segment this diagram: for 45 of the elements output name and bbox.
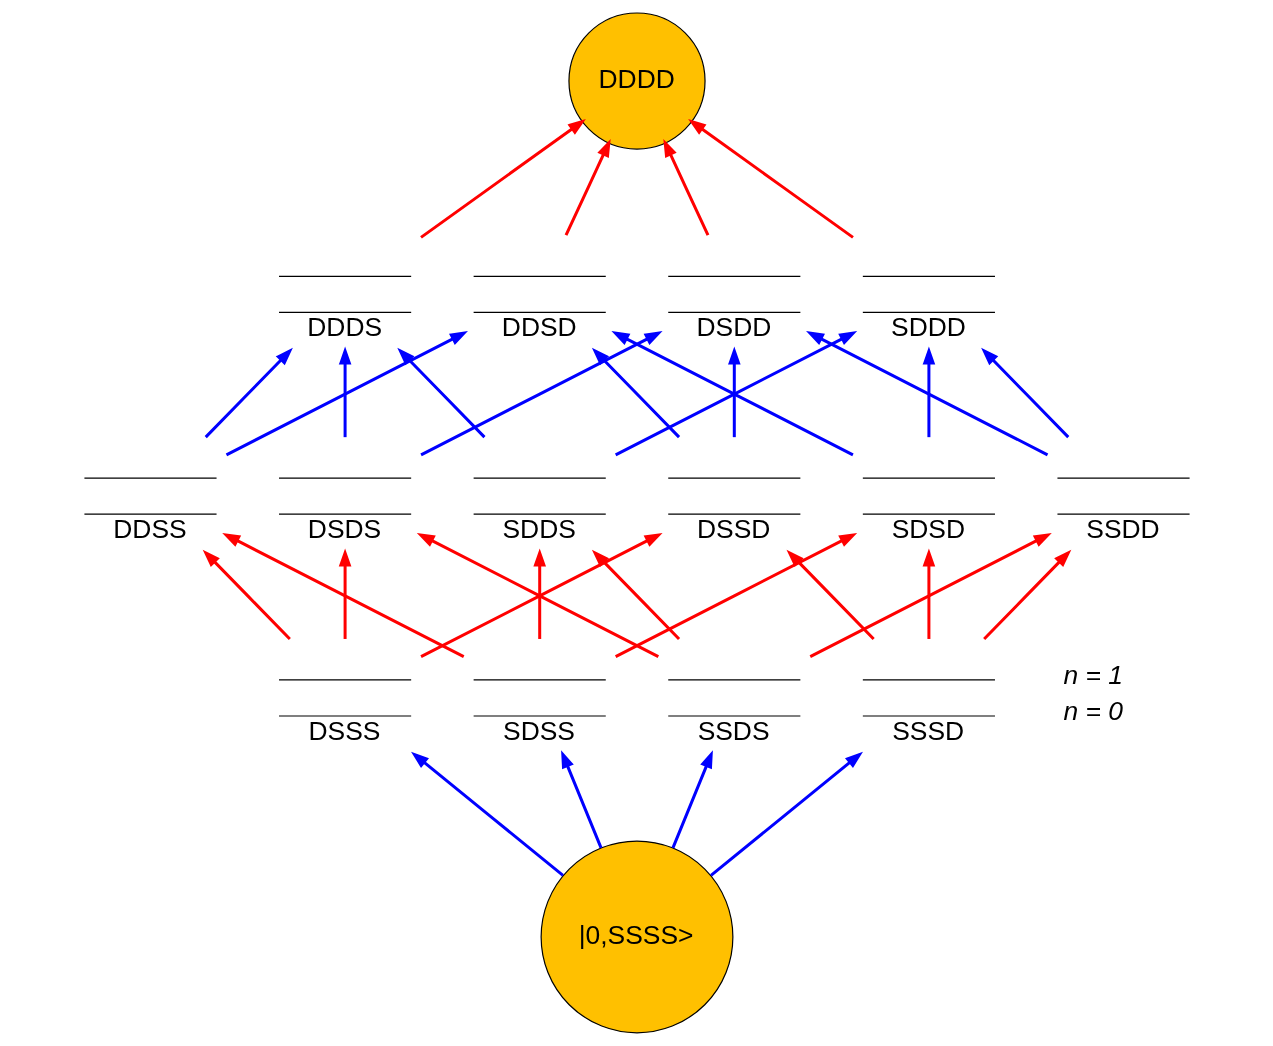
node-text: SSSD bbox=[891, 715, 964, 746]
node-text: SDSD bbox=[891, 513, 965, 544]
node-text: DDSS bbox=[112, 513, 187, 544]
arrow bbox=[727, 346, 741, 438]
arrow bbox=[922, 548, 935, 639]
arrow bbox=[662, 138, 709, 236]
label: n = 1 bbox=[1062, 660, 1123, 691]
arrow bbox=[591, 549, 680, 640]
arrow bbox=[980, 347, 1069, 439]
arrow bbox=[591, 347, 680, 439]
node-text: SDDD bbox=[890, 311, 966, 342]
arrow bbox=[419, 118, 586, 239]
arrow bbox=[671, 750, 713, 849]
label: n = 0 bbox=[1062, 696, 1123, 727]
arrow bbox=[410, 751, 564, 877]
arrow bbox=[982, 549, 1071, 640]
node-text: SDSS bbox=[502, 715, 575, 746]
arrow bbox=[560, 750, 602, 849]
node-text: DSSS bbox=[307, 715, 380, 746]
arrow bbox=[786, 549, 875, 640]
arrow bbox=[687, 118, 854, 239]
arrow bbox=[225, 331, 468, 457]
arrow bbox=[396, 347, 486, 439]
node-text: DSDS bbox=[307, 513, 381, 544]
arrow bbox=[202, 549, 291, 640]
arrow bbox=[338, 548, 351, 639]
arrow bbox=[709, 751, 863, 877]
node-text: DSDD bbox=[695, 311, 771, 342]
arrow bbox=[614, 532, 857, 658]
arrow bbox=[419, 331, 663, 457]
node-text: DDSD bbox=[501, 311, 577, 342]
node-text: SSDS bbox=[697, 715, 770, 746]
arrow bbox=[338, 346, 351, 438]
arrow bbox=[922, 346, 935, 438]
arrow bbox=[204, 347, 293, 439]
arrow bbox=[805, 331, 1048, 457]
node-text: DDDS bbox=[306, 311, 382, 342]
arrow bbox=[564, 138, 611, 236]
arrow bbox=[532, 548, 546, 639]
arrow bbox=[809, 532, 1052, 658]
arrow bbox=[221, 532, 464, 658]
node-text: SDDS bbox=[501, 513, 576, 544]
node-circle: |0,SSSS> bbox=[540, 840, 733, 1034]
node-text: SSDD bbox=[1085, 513, 1160, 544]
node-text: DSSD bbox=[696, 513, 770, 544]
